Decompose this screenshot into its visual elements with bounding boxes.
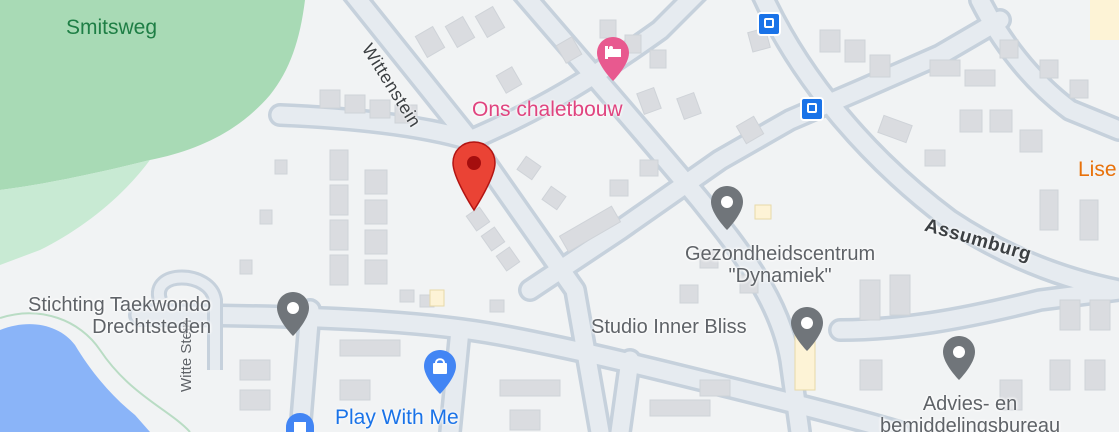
- taekwondo-label[interactable]: Stichting Taekwondo Drechtsteden: [28, 294, 211, 338]
- buildings: [239, 5, 1111, 431]
- park-area: [0, 0, 305, 190]
- poi-label-lise[interactable]: Lise: [1078, 158, 1117, 181]
- health-center-label-text: Gezondheidscentrum "Dynamiek": [685, 243, 876, 287]
- bus-stop-icon[interactable]: [757, 12, 781, 36]
- studio-label[interactable]: Studio Inner Bliss: [591, 316, 747, 338]
- health-center-label[interactable]: Gezondheidscentrum "Dynamiek": [685, 243, 875, 287]
- location-pin-icon[interactable]: [451, 140, 497, 212]
- park-label[interactable]: Smitsweg: [66, 16, 158, 39]
- studio-pin-icon[interactable]: [789, 306, 825, 352]
- hotel-label[interactable]: Ons chaletbouw: [472, 98, 623, 121]
- taekwondo-pin-icon[interactable]: [275, 291, 311, 337]
- park-light-area: [0, 160, 150, 265]
- advies-pin-icon[interactable]: [941, 335, 977, 381]
- health-center-pin-icon[interactable]: [709, 185, 745, 231]
- advies-label[interactable]: Advies- en bemiddelingsbureau: [880, 393, 1060, 432]
- bus-stop-icon[interactable]: [800, 97, 824, 121]
- water-area: [0, 324, 150, 432]
- hotel-bed-icon[interactable]: [596, 36, 630, 82]
- shopping-bag-icon-partial[interactable]: [285, 412, 315, 432]
- shopping-bag-icon[interactable]: [422, 349, 458, 395]
- taekwondo-label-text: Stichting Taekwondo Drechtsteden: [28, 294, 212, 338]
- advies-label-text: Advies- en bemiddelingsbureau: [880, 393, 1061, 432]
- shop-label[interactable]: Play With Me: [335, 406, 459, 429]
